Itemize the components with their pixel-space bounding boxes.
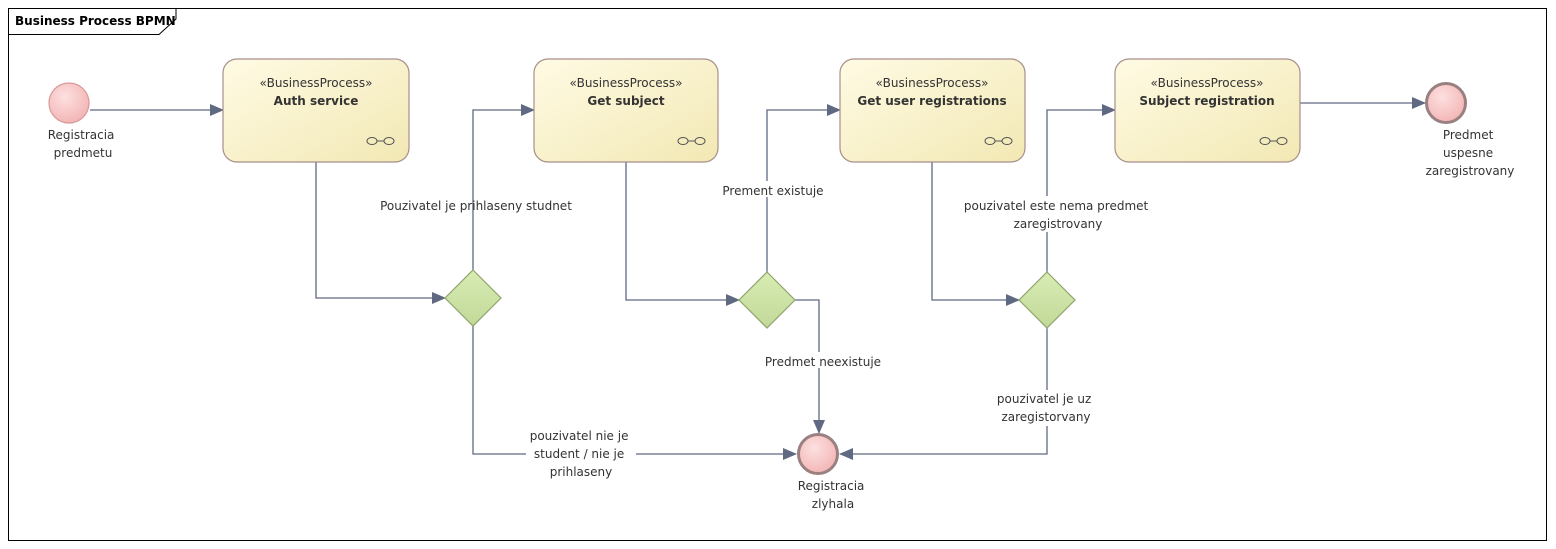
task-subject-registration[interactable]: «BusinessProcess» Subject registration (1114, 58, 1301, 163)
diagram-title-tab (8, 8, 177, 35)
diagram-frame (8, 8, 1547, 541)
flow-label-not-student: pouzivatel nie je student / nie je prihl… (526, 427, 636, 481)
task-stereotype: «BusinessProcess» (260, 76, 373, 90)
task-name: Auth service (274, 94, 359, 108)
gateway-already-registered[interactable] (1018, 271, 1076, 329)
flow-label-already-registered: pouzivatel je uz zaregistorvany (997, 390, 1095, 426)
start-event-label: Registracia predmetu (48, 128, 119, 160)
end-event-fail[interactable] (797, 433, 839, 475)
gateway-subject-exists[interactable] (738, 271, 796, 329)
flow-gateway2-to-fail[interactable] (795, 299, 825, 434)
task-auth-service[interactable]: «BusinessProcess» Auth service (222, 58, 410, 163)
flow-subject-to-gateway2[interactable] (625, 162, 740, 306)
svg-text:pouzivatel este nema predmet: pouzivatel este nema predmet zaregistrov… (964, 199, 1152, 231)
start-event[interactable] (48, 82, 90, 124)
task-stereotype: «BusinessProcess» (876, 76, 989, 90)
task-name: Subject registration (1139, 94, 1274, 108)
flow-gateway2-to-regs[interactable] (766, 104, 841, 272)
flow-label-subject-missing: Predmet neexistuje (765, 352, 881, 369)
subprocess-link-icon (1259, 137, 1288, 145)
svg-text:pouzivatel nie je studen: pouzivatel nie je student / nie je prihl… (530, 429, 633, 479)
task-name: Get subject (587, 94, 665, 108)
subprocess-link-icon (366, 137, 395, 145)
end-event-success-label: Predmet uspesne zaregistrovany (1426, 128, 1515, 178)
flow-label-logged-in: Pouzivatel je prihlaseny studnet (380, 199, 572, 213)
flow-gateway3-to-fail[interactable] (839, 328, 1048, 460)
gateway-logged-in[interactable] (444, 269, 502, 327)
subprocess-link-icon (984, 137, 1013, 145)
flow-regs-to-gateway3[interactable] (931, 162, 1020, 306)
svg-text:pouzivatel je uz zaregis: pouzivatel je uz zaregistorvany (997, 392, 1095, 424)
flow-auth-to-gateway1[interactable] (315, 162, 446, 304)
flow-label-subject-exists: Prement existuje (722, 181, 826, 198)
flow-label-not-registered: pouzivatel este nema predmet zaregistrov… (964, 196, 1152, 232)
flow-gateway3-to-register[interactable] (1046, 104, 1116, 272)
task-name: Get user registrations (857, 94, 1006, 108)
end-event-fail-label: Registracia zlyhala (798, 479, 869, 511)
task-get-user-registrations[interactable]: «BusinessProcess» Get user registrations (839, 58, 1026, 163)
task-get-subject[interactable]: «BusinessProcess» Get subject (533, 58, 719, 163)
task-stereotype: «BusinessProcess» (570, 76, 683, 90)
task-stereotype: «BusinessProcess» (1151, 76, 1264, 90)
svg-text:Prement existuje: Prement existuje (722, 184, 823, 198)
subprocess-link-icon (677, 137, 706, 145)
end-event-success[interactable] (1425, 82, 1467, 124)
diagram-title: Business Process BPMN (15, 14, 176, 28)
flow-gateway1-to-fail[interactable] (472, 326, 797, 460)
svg-text:Predmet neexistuje: Predmet neexistuje (765, 355, 881, 369)
flow-gateway1-to-subject[interactable] (472, 104, 535, 270)
